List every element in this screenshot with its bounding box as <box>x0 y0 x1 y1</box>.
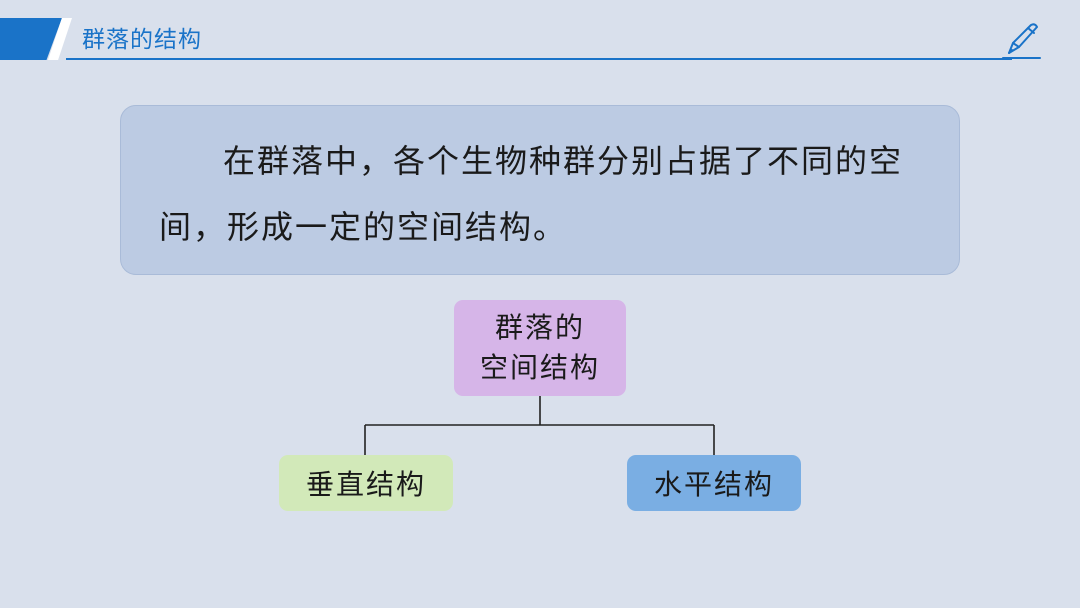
root-node-line2: 空间结构 <box>479 351 600 384</box>
child-node-label: 垂直结构 <box>305 468 426 501</box>
page-title: 群落的结构 <box>82 27 202 53</box>
header-underline <box>66 58 1012 60</box>
root-node-line1: 群落的 <box>494 311 585 344</box>
intro-paragraph: 在群落中，各个生物种群分别占据了不同的空间，形成一定的空间结构。 <box>159 142 904 246</box>
pen-icon <box>1002 23 1041 59</box>
child-node-label: 水平结构 <box>653 468 774 501</box>
root-node-spatial-structure: 群落的 空间结构 <box>454 300 626 396</box>
child-node-vertical-structure: 垂直结构 <box>279 455 453 511</box>
intro-text-box: 在群落中，各个生物种群分别占据了不同的空间，形成一定的空间结构。 <box>120 105 960 275</box>
child-node-horizontal-structure: 水平结构 <box>627 455 801 511</box>
